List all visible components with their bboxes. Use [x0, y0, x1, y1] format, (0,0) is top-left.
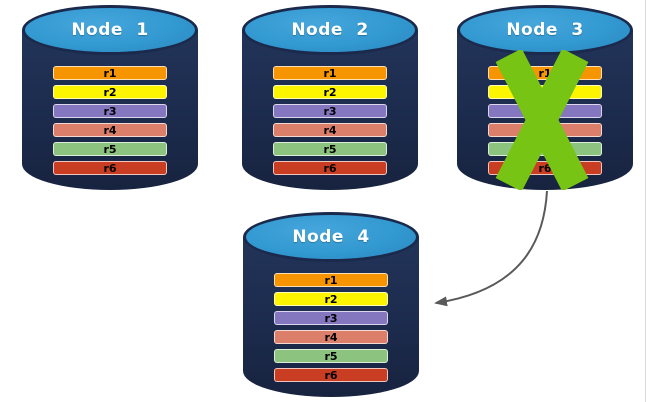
node-3-title: Node 3: [506, 20, 584, 40]
node-4-title: Node 4: [292, 227, 370, 247]
node-1-title: Node 1: [71, 20, 149, 40]
node-4: Node 4 r1 r2 r3 r4 r5 r6: [243, 212, 419, 397]
replica-bar-r1: r1: [53, 66, 167, 80]
node-4-replica-list: r1 r2 r3 r4 r5 r6: [274, 273, 388, 382]
replica-bar-r4: r4: [273, 123, 387, 137]
replica-bar-r3: r3: [274, 311, 388, 325]
replica-bar-r4: r4: [53, 123, 167, 137]
node-3: Node 3 r1 r2 r3 r4 r5 r6: [457, 5, 633, 190]
node-1-replica-list: r1 r2 r3 r4 r5 r6: [53, 66, 167, 175]
node-1: Node 1 r1 r2 r3 r4 r5 r6: [22, 5, 198, 190]
replica-bar-r6: r6: [53, 161, 167, 175]
replica-bar-r5: r5: [274, 349, 388, 363]
node-3-cylinder-top: Node 3: [457, 5, 633, 55]
replica-bar-r3: r3: [273, 104, 387, 118]
replica-bar-r4: r4: [274, 330, 388, 344]
replica-bar-r2: r2: [273, 85, 387, 99]
node-2: Node 2 r1 r2 r3 r4 r5 r6: [242, 5, 418, 190]
replica-bar-r2: r2: [274, 292, 388, 306]
replica-bar-r5: r5: [273, 142, 387, 156]
replica-bar-r5: r5: [53, 142, 167, 156]
replica-bar-r6: r6: [273, 161, 387, 175]
node-1-cylinder-top: Node 1: [22, 5, 198, 55]
replica-bar-r6: r6: [274, 368, 388, 382]
node-2-cylinder-top: Node 2: [242, 5, 418, 55]
replica-bar-r3: r3: [53, 104, 167, 118]
replica-bar-r2: r2: [53, 85, 167, 99]
replica-bar-r1: r1: [274, 273, 388, 287]
replica-bar-r1: r1: [273, 66, 387, 80]
failure-x-icon: [495, 50, 589, 190]
node-4-cylinder-top: Node 4: [243, 212, 419, 262]
node-2-replica-list: r1 r2 r3 r4 r5 r6: [273, 66, 387, 175]
node-2-title: Node 2: [291, 20, 369, 40]
